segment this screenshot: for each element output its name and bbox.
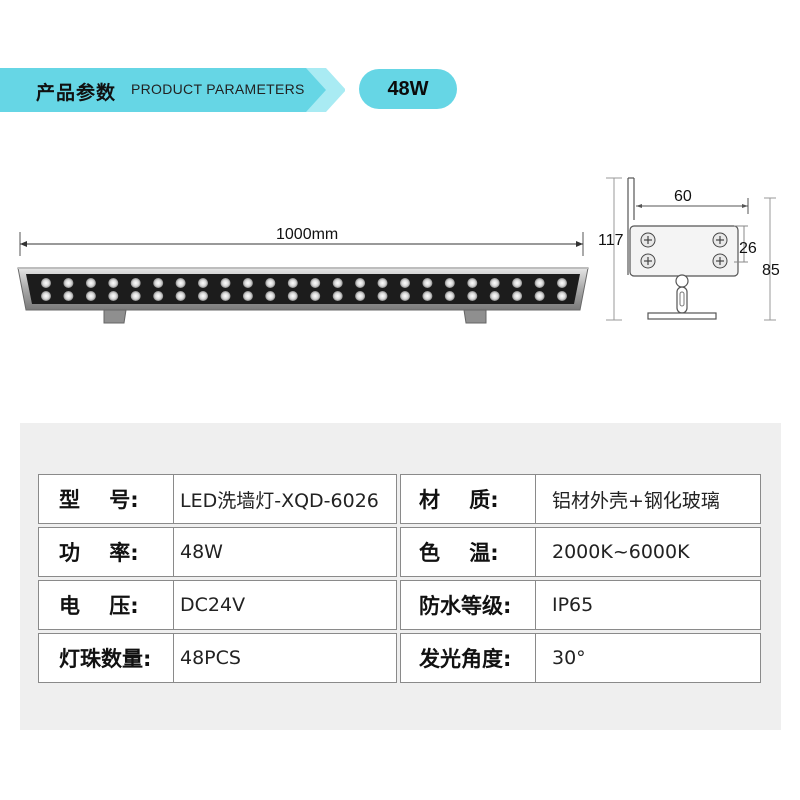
spec-value: 2000K~6000K [535, 527, 761, 577]
spec-label: 色 温: [400, 527, 536, 577]
led-bead [175, 291, 186, 301]
spec-label: 功 率: [38, 527, 174, 577]
length-label: 1000mm [276, 226, 339, 243]
led-bead [242, 291, 253, 301]
side-profile [606, 177, 776, 321]
led-bead [287, 278, 298, 288]
led-bead [287, 291, 298, 301]
led-bead [310, 291, 321, 301]
led-bead [400, 291, 410, 301]
led-bead [422, 291, 433, 301]
led-bead [130, 291, 141, 301]
led-bead [489, 278, 500, 288]
spec-value: 铝材外壳+钢化玻璃 [535, 474, 761, 524]
led-bead [534, 291, 545, 301]
led-bead [467, 278, 478, 288]
spec-label: 材 质: [400, 474, 536, 524]
section-banner: 产品参数 PRODUCT PARAMETERS [0, 68, 345, 112]
led-bead [557, 291, 567, 301]
spec-label: 防水等级: [400, 580, 536, 630]
led-bead [108, 291, 119, 301]
led-bead [41, 291, 51, 301]
spec-value: DC24V [173, 580, 397, 630]
led-bead [400, 278, 410, 288]
led-bead [108, 278, 119, 288]
led-bead [444, 291, 455, 301]
product-drawing: 1000mm 60 117 26 85 [0, 170, 800, 340]
led-bead [63, 291, 74, 301]
led-bead [489, 291, 500, 301]
led-bead [175, 278, 186, 288]
led-bead [41, 278, 51, 288]
led-bead [130, 278, 141, 288]
banner-arrow-shape [0, 68, 345, 112]
led-bead [63, 278, 74, 288]
led-bead [467, 291, 478, 301]
spec-value: 48W [173, 527, 397, 577]
led-bead [512, 278, 523, 288]
spec-label: 发光角度: [400, 633, 536, 683]
led-array [41, 278, 567, 301]
led-bead [85, 278, 96, 288]
led-bead [153, 291, 164, 301]
led-bead [355, 278, 366, 288]
led-bead [557, 278, 567, 288]
spec-value: IP65 [535, 580, 761, 630]
led-bead [332, 291, 343, 301]
led-bead [534, 278, 545, 288]
led-bead [220, 278, 231, 288]
led-bead [198, 291, 208, 301]
section-title-en: PRODUCT PARAMETERS [131, 81, 305, 97]
led-bead [310, 278, 321, 288]
led-bead [85, 291, 96, 301]
base-height-label: 85 [762, 262, 780, 279]
total-height-label: 117 [598, 232, 624, 249]
led-bead [265, 278, 276, 288]
led-bead [512, 291, 523, 301]
length-dimension [19, 232, 584, 256]
led-bead [242, 278, 253, 288]
spec-label: 电 压: [38, 580, 174, 630]
led-bead [377, 291, 388, 301]
led-bead [355, 291, 366, 301]
section-title-cn: 产品参数 [36, 82, 117, 104]
wall-washer-illustration [17, 177, 776, 324]
power-badge: 48W [359, 69, 457, 109]
bracket-width-label: 60 [674, 188, 692, 205]
light-body [17, 267, 589, 324]
led-bead [377, 278, 388, 288]
plate-height-label: 26 [739, 240, 757, 257]
spec-label: 灯珠数量: [38, 633, 174, 683]
led-bead [422, 278, 433, 288]
led-bead [220, 291, 231, 301]
led-bead [153, 278, 164, 288]
spec-value: LED洗墙灯-XQD-6026 [173, 474, 397, 524]
led-bead [198, 278, 208, 288]
spec-label: 型 号: [38, 474, 174, 524]
led-bead [444, 278, 455, 288]
led-bead [332, 278, 343, 288]
led-bead [265, 291, 276, 301]
spec-value: 30° [535, 633, 761, 683]
spec-value: 48PCS [173, 633, 397, 683]
